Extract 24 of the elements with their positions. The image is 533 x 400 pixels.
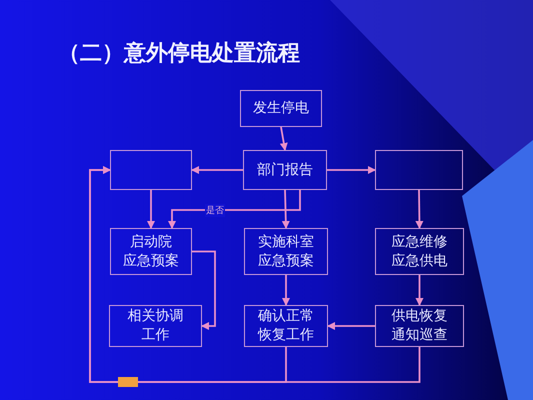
arrow bbox=[168, 190, 301, 229]
arrow bbox=[327, 322, 375, 330]
arrow bbox=[147, 190, 155, 229]
arrow bbox=[191, 166, 243, 174]
process-box: 启动院应急预案 bbox=[110, 228, 192, 275]
edge-label: 是否 bbox=[205, 204, 225, 217]
process-box: 应急维修应急供电 bbox=[375, 228, 464, 275]
arrow bbox=[415, 190, 424, 229]
empty-box bbox=[110, 150, 192, 190]
arrow bbox=[282, 275, 290, 306]
process-box: 实施科室应急预案 bbox=[244, 228, 328, 275]
arrow bbox=[280, 126, 288, 151]
arrow bbox=[327, 166, 376, 174]
process-box: 发生停电 bbox=[240, 90, 322, 127]
process-box: 确认正常恢复工作 bbox=[244, 305, 328, 347]
process-box: 相关协调工作 bbox=[109, 305, 202, 347]
slide-title: （二）意外停电处置流程 bbox=[58, 40, 300, 68]
arrow bbox=[192, 250, 216, 330]
process-box: 供电恢复通知巡查 bbox=[375, 305, 464, 347]
arrow bbox=[89, 166, 420, 383]
arrow bbox=[416, 275, 424, 306]
process-box: 部门报告 bbox=[243, 150, 327, 190]
empty-box bbox=[375, 150, 463, 190]
arrow bbox=[282, 190, 290, 229]
